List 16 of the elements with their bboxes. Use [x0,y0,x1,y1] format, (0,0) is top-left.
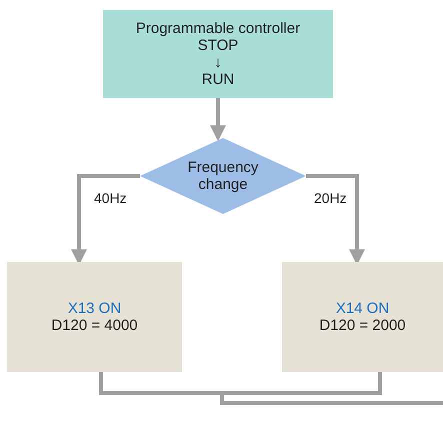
edge-label: 40Hz [92,190,129,206]
node-text: X14 ON [336,300,390,317]
node-text: D120 = 4000 [51,317,138,334]
process-box [103,10,333,98]
process-box [7,262,182,372]
node-text: RUN [202,71,234,88]
node-text: ↓ [214,54,222,71]
connector-arrow [210,98,226,142]
node-text: X13 ON [68,300,122,317]
node-text: STOP [198,37,238,54]
node-text: Programmable controller [136,20,300,37]
process-box [282,262,443,372]
decision-diamond [140,138,306,214]
edge-label: 20Hz [312,190,349,206]
node-text: Frequency change [186,159,260,193]
node-text: D120 = 2000 [319,317,406,334]
